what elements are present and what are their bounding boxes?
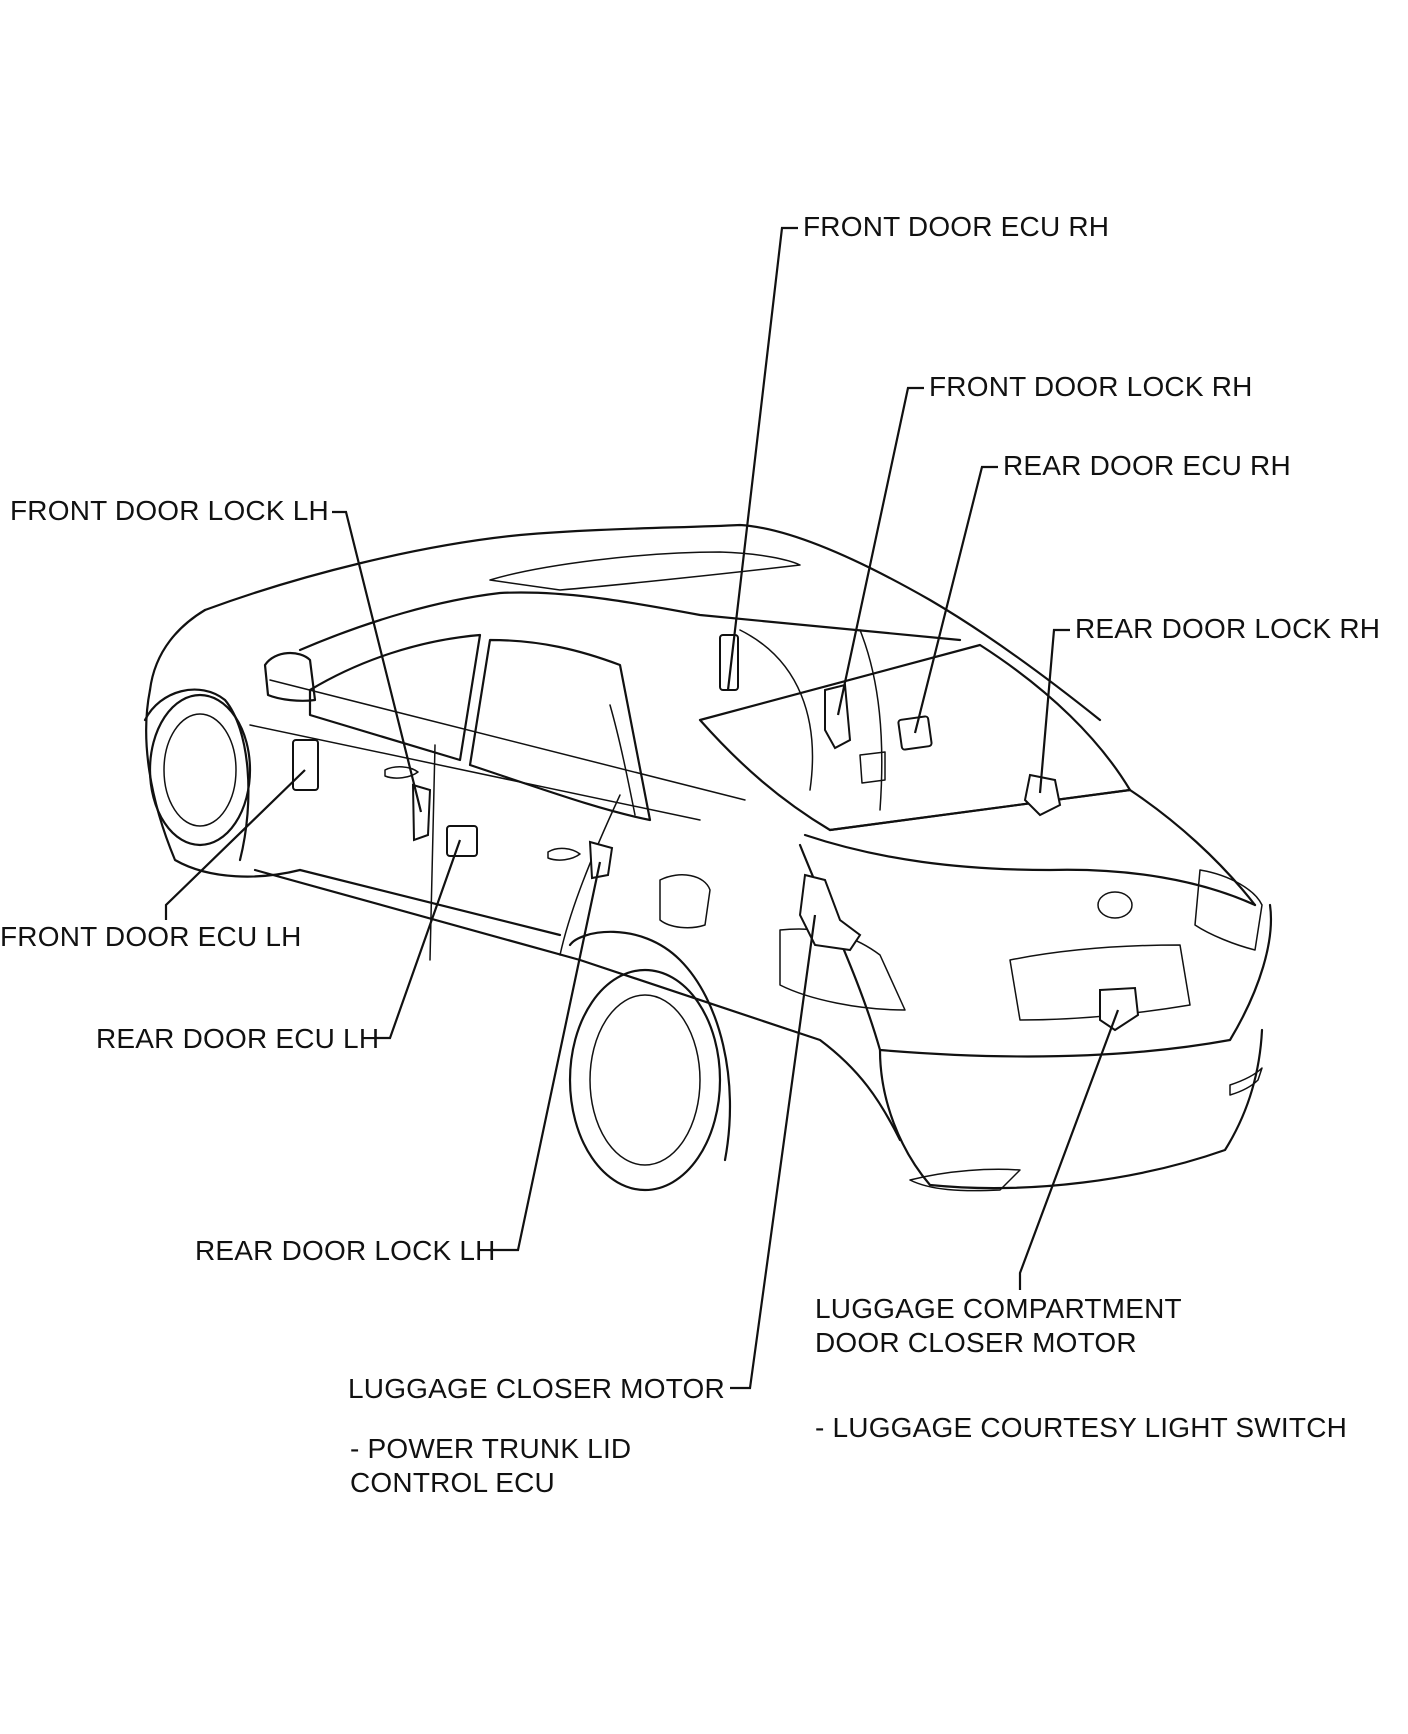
label-front-door-ecu-rh: FRONT DOOR ECU RH: [803, 211, 1110, 242]
leader-rear-door-ecu-rh: [913, 465, 998, 734]
label-luggage-closer-motor: LUGGAGE CLOSER MOTOR: [348, 1373, 725, 1404]
label-luggage-compartment-line2: DOOR CLOSER MOTOR: [815, 1327, 1137, 1358]
label-power-trunk-line1: - POWER TRUNK LID: [350, 1433, 632, 1464]
luggage-compartment-door-closer-motor-part: [1099, 986, 1140, 1032]
leader-rear-door-ecu-lh: [375, 839, 462, 1040]
label-power-trunk-line2: CONTROL ECU: [350, 1467, 555, 1498]
leader-lines: [164, 226, 1120, 1390]
leader-front-door-lock-lh: [332, 510, 423, 813]
leader-front-door-ecu-lh: [164, 769, 306, 920]
label-front-door-lock-rh: FRONT DOOR LOCK RH: [929, 371, 1253, 402]
rear-door-ecu-lh-part: [446, 825, 478, 857]
label-rear-door-ecu-lh: REAR DOOR ECU LH: [96, 1023, 380, 1054]
leader-front-door-ecu-rh: [726, 226, 798, 691]
label-rear-door-lock-lh: REAR DOOR LOCK LH: [195, 1235, 496, 1266]
front-door-lock-rh-part: [824, 683, 852, 750]
label-luggage-courtesy-switch: - LUGGAGE COURTESY LIGHT SWITCH: [815, 1412, 1348, 1443]
leader-rear-door-lock-rh: [1038, 628, 1070, 794]
leader-front-door-lock-rh: [836, 386, 924, 716]
leader-luggage-compartment-motor: [1018, 1009, 1120, 1290]
luggage-closer-motor-part: [798, 873, 862, 952]
label-front-door-lock-lh: FRONT DOOR LOCK LH: [10, 495, 329, 526]
leader-luggage-closer-motor: [730, 914, 817, 1390]
rear-door-lock-lh-part: [588, 840, 614, 880]
front-door-ecu-lh-part: [292, 739, 319, 791]
label-rear-door-ecu-rh: REAR DOOR ECU RH: [1003, 450, 1291, 481]
label-front-door-ecu-lh: FRONT DOOR ECU LH: [0, 921, 302, 952]
component-parts: [292, 634, 1140, 1032]
rear-door-lock-rh-part: [1023, 773, 1062, 817]
label-rear-door-lock-rh: REAR DOOR LOCK RH: [1075, 613, 1381, 644]
label-luggage-compartment-line1: LUGGAGE COMPARTMENT: [815, 1293, 1182, 1324]
car-body-illustration: [143, 523, 1273, 1192]
leader-rear-door-lock-lh: [490, 861, 602, 1252]
